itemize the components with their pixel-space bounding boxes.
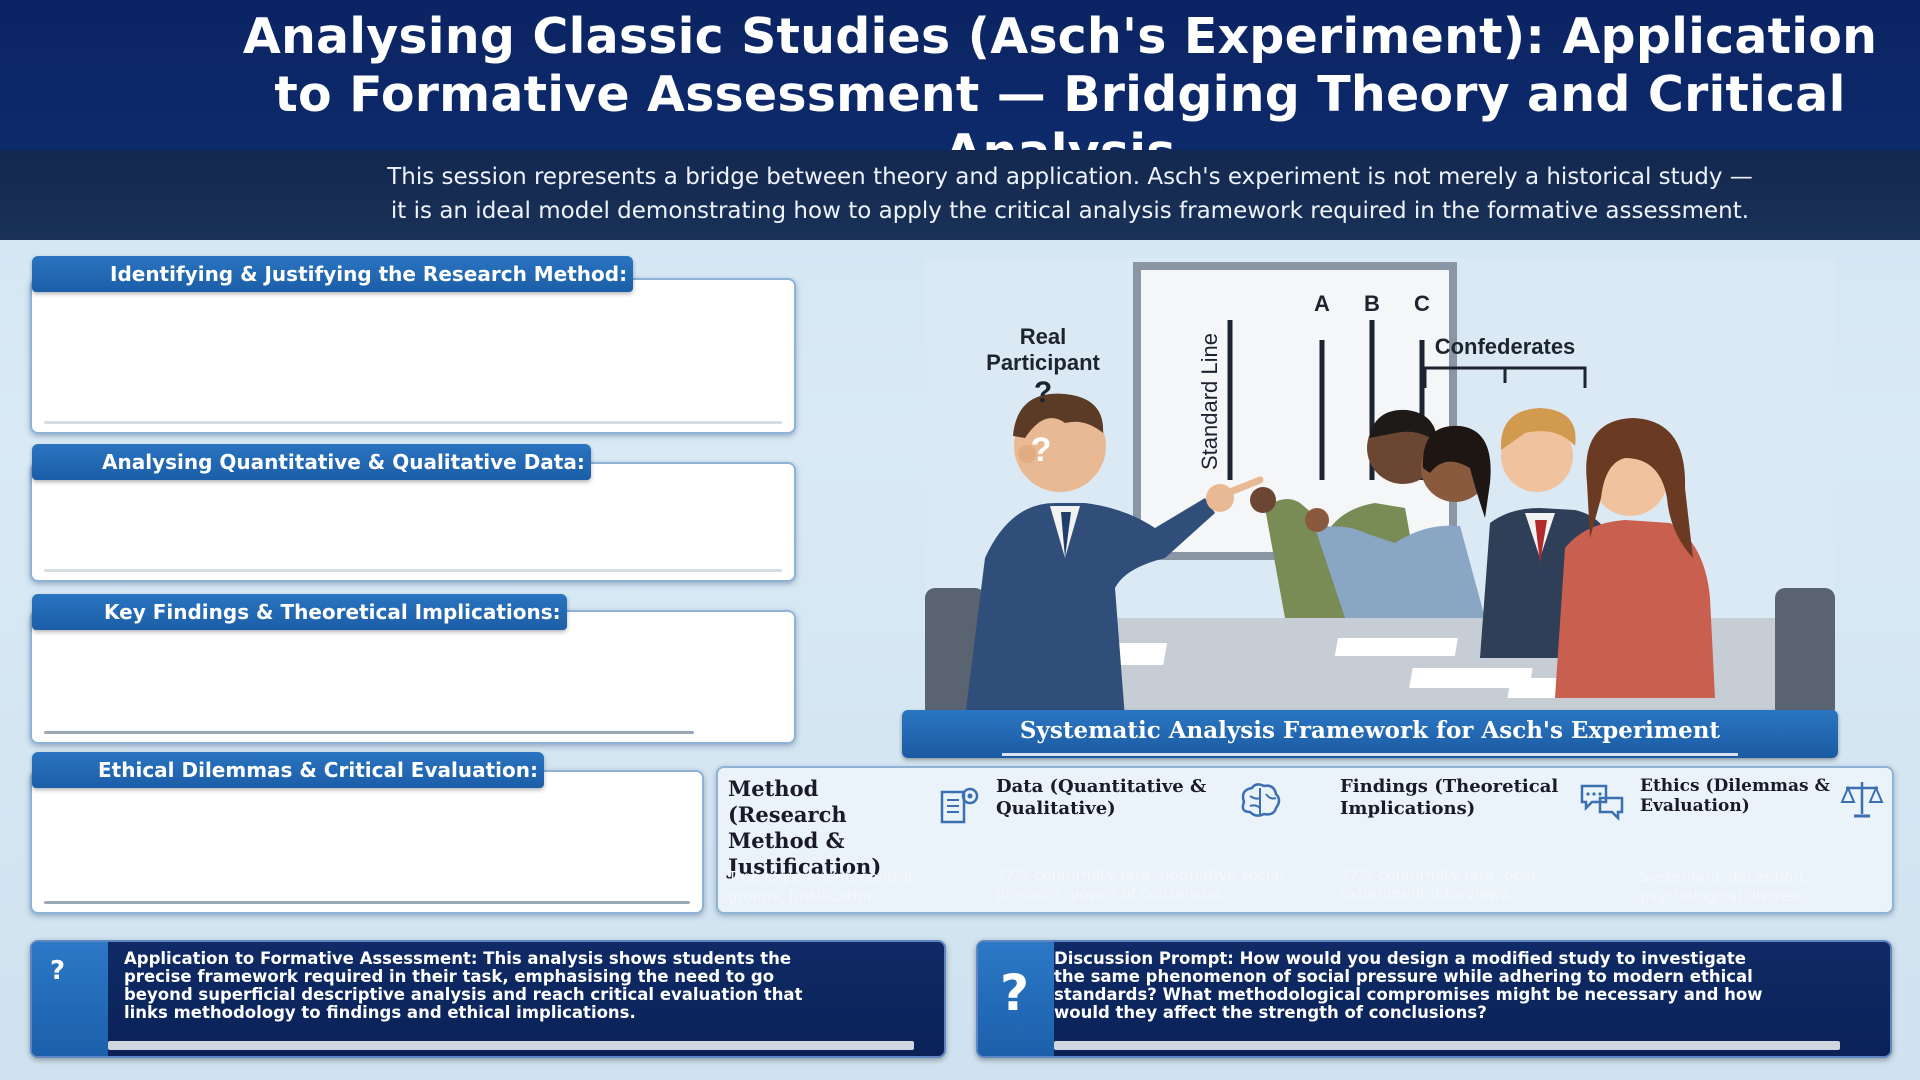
divider — [1002, 753, 1738, 756]
framework-column-desc: Systematic deception, psychological dist… — [1640, 868, 1810, 905]
page-title: Analysing Classic Studies (Asch's Experi… — [242, 8, 1878, 181]
application-icon-panel — [32, 942, 108, 1056]
section-card-method — [30, 278, 796, 434]
page-subtitle: This session represents a bridge between… — [387, 164, 1753, 224]
line-label-a: A — [1314, 291, 1330, 316]
divider — [1054, 1041, 1840, 1050]
framework-column-title: Findings (Theoretical Implications) — [1340, 776, 1559, 819]
framework-column-title: Data (Quantitative & Qualitative) — [996, 776, 1207, 819]
discussion-icon-panel — [978, 942, 1054, 1056]
scales-icon — [1840, 782, 1884, 818]
confederates-bracket — [1423, 366, 1587, 388]
real-participant-figure — [925, 393, 1264, 718]
line-label-c: C — [1414, 291, 1430, 316]
section-label-method: Identifying & Justifying the Research Me… — [32, 256, 634, 292]
real-participant-label-line2: Participant — [986, 350, 1100, 375]
divider — [44, 901, 690, 904]
framework-column-title: Method (Research Method & Justification) — [728, 776, 882, 879]
framework-panel: Method (Research Method & Justification)… — [716, 766, 1894, 914]
section-card-findings — [30, 610, 796, 744]
framework-column-ethics: Ethics (Dilemmas & Evaluation) Systemati… — [1640, 776, 1885, 905]
framework-column-data: Data (Quantitative & Qualitative) 37% co… — [996, 776, 1296, 904]
section-label-findings: Key Findings & Theoretical Implications: — [32, 594, 567, 630]
framework-title-banner: Systematic Analysis Framework for Asch's… — [902, 710, 1838, 758]
speech-bubbles-icon — [1580, 784, 1624, 822]
question-mark-icon: ? — [1034, 376, 1052, 409]
confederates-group — [1250, 408, 1835, 718]
framework-column-desc: 37% conformity rate, post-experiment int… — [1340, 866, 1542, 903]
standard-line-label: Standard Line — [1197, 333, 1222, 470]
application-box: ? Application to Formative Assessment: T… — [30, 940, 946, 1058]
discussion-box: ? Discussion Prompt: How would you desig… — [976, 940, 1892, 1058]
framework-column-desc: 37% conformity rate, normative social pr… — [996, 866, 1284, 903]
real-participant-label-line1: Real — [1020, 324, 1066, 349]
section-label-ethics: Ethical Dilemmas & Critical Evaluation: — [32, 752, 544, 788]
confederates-label: Confederates — [1435, 334, 1576, 359]
discussion-text: Discussion Prompt: How would you design … — [1054, 949, 1763, 1022]
section-label-data: Analysing Quantitative & Qualitative Dat… — [32, 444, 591, 480]
divider — [44, 569, 782, 572]
framework-column-desc: True experiment, control groups, justifi… — [728, 868, 913, 905]
brain-icon — [1241, 783, 1281, 817]
framework-column-findings: Findings (Theoretical Implications) 37% … — [1340, 776, 1630, 904]
question-icon: ? — [1000, 964, 1030, 1022]
question-icon: ? — [50, 956, 66, 986]
header-banner: Analysing Classic Studies (Asch's Experi… — [0, 0, 1920, 181]
framework-title: Systematic Analysis Framework for Asch's… — [1019, 717, 1721, 744]
divider — [108, 1041, 914, 1050]
line-label-b: B — [1364, 291, 1380, 316]
subtitle-banner: This session represents a bridge between… — [0, 150, 1920, 240]
document-gear-icon — [940, 787, 979, 824]
asch-experiment-illustration: A B C Standard Line ? Real Participant ? — [925, 258, 1835, 718]
divider — [44, 731, 694, 734]
application-text: Application to Formative Assessment: Thi… — [124, 949, 803, 1022]
section-card-ethics — [30, 770, 704, 914]
section-card-data — [30, 462, 796, 582]
head-question-icon: ? — [1031, 431, 1052, 469]
divider — [44, 421, 782, 424]
framework-column-method: Method (Research Method & Justification)… — [728, 776, 998, 905]
framework-column-title: Ethics (Dilemmas & Evaluation) — [1640, 776, 1830, 816]
